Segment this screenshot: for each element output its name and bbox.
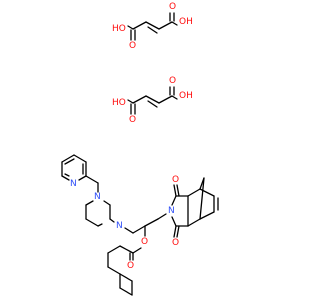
hydroxyl-label: HO <box>112 98 126 108</box>
bond <box>147 100 158 108</box>
pyridine-ring: N <box>61 154 87 189</box>
piperazine-ring: N N <box>85 192 123 231</box>
cyclohexane-ring <box>107 245 133 296</box>
hydroxyl-label: OH <box>179 91 193 101</box>
bond <box>132 21 147 30</box>
bond <box>145 95 160 104</box>
bond <box>173 225 177 238</box>
bond <box>171 21 178 26</box>
imide-oxygen-top-label: O <box>172 175 179 185</box>
bond <box>157 213 167 220</box>
bond <box>187 218 201 227</box>
bond <box>85 218 99 227</box>
piperazine-nitrogen-top-label: N <box>94 192 101 202</box>
molecule-canvas: HO O O OH HO O O OH N <box>61 2 219 296</box>
bond <box>144 218 159 227</box>
bond <box>109 218 115 223</box>
bond <box>119 273 133 282</box>
bond <box>171 216 177 227</box>
bond <box>119 245 134 254</box>
bond <box>171 195 177 206</box>
norbornene-system <box>187 177 219 227</box>
piperazine-nitrogen-bottom-label: N <box>116 221 123 231</box>
bond <box>158 21 173 30</box>
hydroxyl-label: OH <box>179 17 193 27</box>
structure-diagram: HO O O OH HO O O OH N <box>61 2 219 296</box>
bond <box>147 26 158 34</box>
bond <box>171 95 178 100</box>
imide-nitrogen-label: N <box>168 206 175 216</box>
bond <box>85 175 99 184</box>
bond <box>132 95 147 104</box>
bond <box>73 154 87 163</box>
oxygen-label: O <box>129 115 136 125</box>
bond <box>61 154 75 163</box>
bond <box>85 200 94 206</box>
oxygen-label: O <box>129 41 136 51</box>
bond <box>64 173 70 177</box>
oxygen-label: O <box>169 76 176 86</box>
fumaric-acid-2: HO O O OH <box>112 76 193 125</box>
bond <box>199 211 215 220</box>
ester-oxygen-label: O <box>141 237 148 247</box>
bond <box>145 21 160 30</box>
bond <box>173 184 177 197</box>
bond <box>97 223 103 227</box>
bond <box>107 245 121 254</box>
bond <box>132 225 146 234</box>
bond <box>119 287 133 296</box>
main-molecule: N N N O O <box>61 154 219 296</box>
bond <box>64 158 75 165</box>
fumaric-acid-1: HO O O OH <box>112 2 193 51</box>
bond <box>187 188 201 197</box>
bond <box>78 175 87 181</box>
imide-oxygen-bottom-label: O <box>172 238 179 248</box>
hydroxyl-label: HO <box>112 24 126 34</box>
carbonyl-oxygen-label: O <box>127 261 134 271</box>
imide-ring: N O O <box>168 175 189 248</box>
bond <box>132 247 142 254</box>
bond <box>127 99 134 104</box>
pyridine-nitrogen-label: N <box>70 179 77 189</box>
oxygen-label: O <box>169 2 176 12</box>
bond <box>158 95 173 104</box>
bond <box>199 177 205 220</box>
bond <box>176 184 180 197</box>
bond <box>176 225 180 238</box>
bond <box>107 266 121 275</box>
bond <box>103 200 111 206</box>
bond <box>124 227 134 234</box>
bond <box>61 175 70 181</box>
bond <box>127 25 134 30</box>
